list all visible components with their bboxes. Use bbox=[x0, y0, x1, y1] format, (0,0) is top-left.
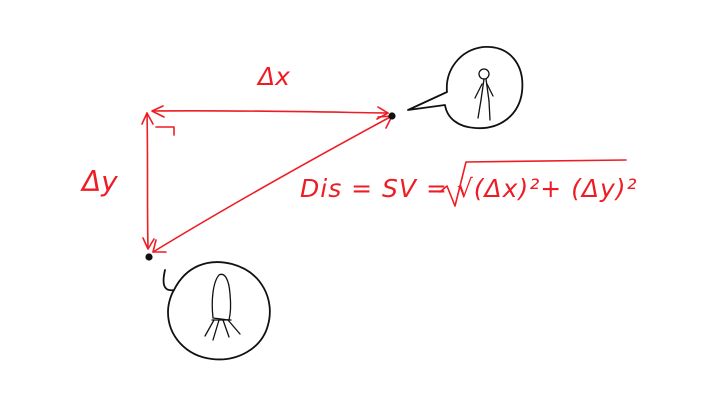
rocket-point bbox=[145, 253, 153, 261]
observer-point bbox=[388, 112, 396, 120]
square-root-radical bbox=[439, 159, 627, 207]
distance-formula: Dis = SV = √(Δx)²+ (Δy)² bbox=[300, 174, 638, 203]
rocket-icon bbox=[204, 273, 241, 341]
right-angle-marker-icon bbox=[155, 126, 175, 136]
rocket-bubble bbox=[162, 261, 271, 361]
delta-y-label: Δy bbox=[82, 165, 118, 198]
delta-x-label: Δx bbox=[258, 62, 290, 91]
delta-y-arrow bbox=[141, 112, 155, 250]
standing-person-icon bbox=[474, 68, 494, 121]
observer-bubble bbox=[407, 46, 524, 129]
delta-x-arrow bbox=[151, 105, 389, 120]
